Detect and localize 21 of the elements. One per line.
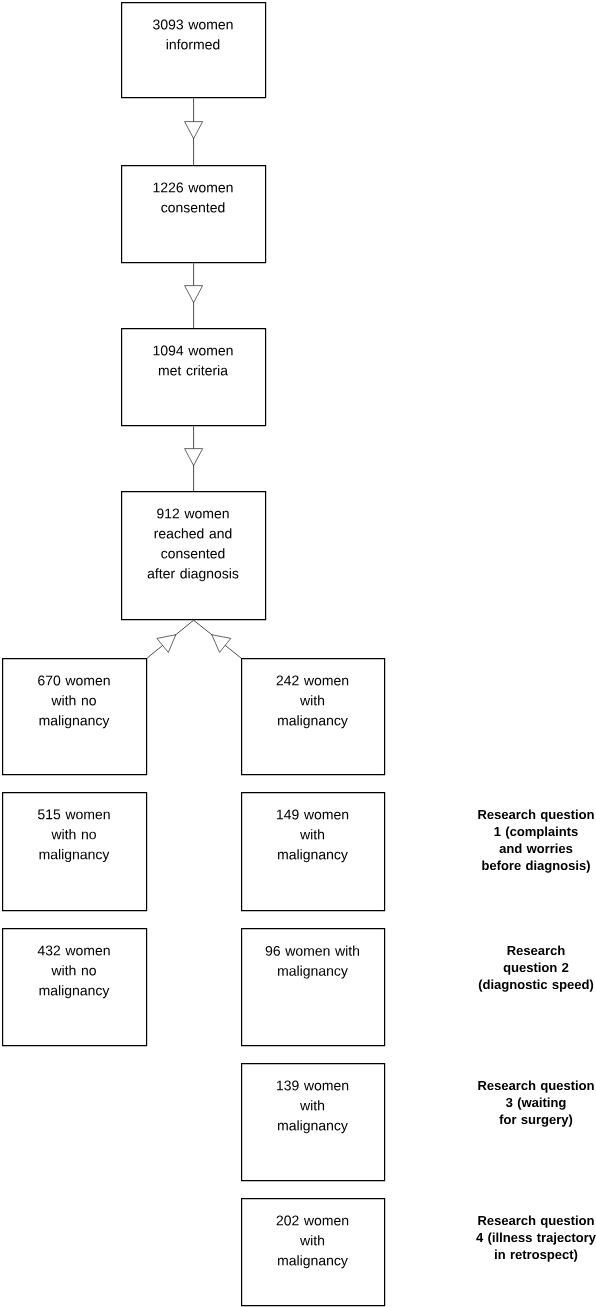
flow-box: 1226 women consented <box>121 165 267 264</box>
arrow <box>184 97 203 166</box>
flow-box: 1094 women met criteria <box>121 328 267 427</box>
flow-box: 432 women with no malignancy <box>2 928 148 1047</box>
flow-box: 670 women with no malignancy <box>2 658 148 776</box>
flow-box: 3093 women informed <box>121 2 267 99</box>
flow-box: 515 women with no malignancy <box>2 792 148 912</box>
arrow <box>184 425 203 492</box>
flow-box: 242 women with malignancy <box>241 658 386 776</box>
research-question: Research question 3 (waiting for surgery) <box>478 1080 594 1127</box>
arrow <box>193 619 242 659</box>
arrow <box>184 262 203 329</box>
arrow <box>146 619 194 659</box>
flow-box: 149 women with malignancy <box>241 792 386 912</box>
flow-box: 202 women with malignancy <box>241 1198 386 1307</box>
research-question: Research question 2 (diagnostic speed) <box>478 945 594 992</box>
research-question: Research question 4 (illness trajectory in retrospect) <box>476 1215 596 1262</box>
research-question: Research question 1 (complaints and worries before diagnosis) <box>478 809 594 873</box>
flow-box: 96 women with malignancy <box>241 928 386 1047</box>
flow-box: 139 women with malignancy <box>241 1063 386 1182</box>
flow-box: 912 women reached and consented after diagnosis <box>121 491 267 621</box>
